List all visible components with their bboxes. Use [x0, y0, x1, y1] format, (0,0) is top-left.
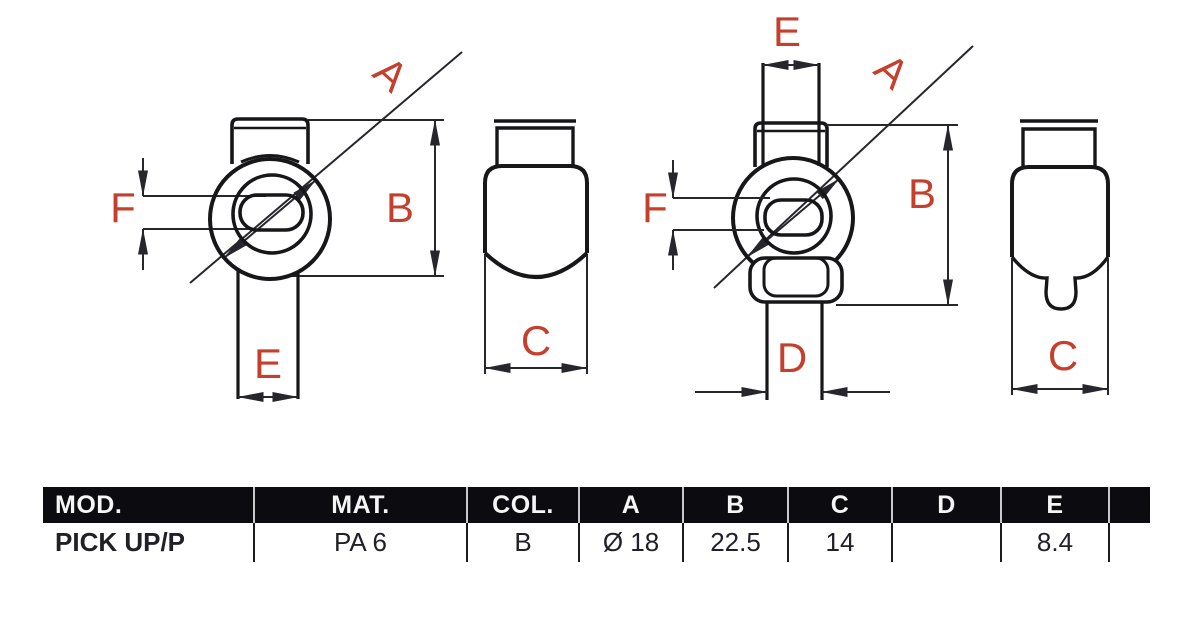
body-inner-circle	[231, 173, 313, 255]
cell-dim-c: 14	[787, 523, 891, 562]
body-outline	[1010, 165, 1110, 257]
col-header-b: B	[682, 487, 787, 523]
col-header-c: C	[787, 487, 891, 523]
dim-arrow	[269, 179, 317, 220]
table-row: PICK UP/P PA 6 B Ø 18 22.5 14 8.4	[43, 523, 1150, 562]
spec-table-header-row: MOD. MAT. COL. A B C D E	[43, 487, 1150, 523]
cord-hole	[763, 198, 824, 237]
dim-line-A-left	[189, 51, 463, 284]
button-slot-arc	[240, 154, 300, 164]
body-bottom-bulge	[483, 251, 589, 279]
cell-dim-e: 8.4	[1000, 523, 1108, 562]
right-front-view: E A B F D	[642, 8, 974, 400]
dim-label-E-right: E	[773, 8, 801, 55]
dim-label-A-left: A	[365, 47, 417, 101]
cell-material: PA 6	[253, 523, 466, 562]
cord-hole	[238, 193, 305, 232]
col-header-blank	[1108, 487, 1150, 523]
button-outline	[753, 121, 829, 167]
dim-label-A-right: A	[866, 44, 918, 98]
cell-blank	[1108, 523, 1150, 562]
col-header-e: E	[1000, 487, 1108, 523]
cell-dim-d	[891, 523, 1000, 562]
technical-drawing: A B F E C	[110, 8, 1110, 402]
cell-color: B	[466, 523, 578, 562]
dim-label-C-left: C	[521, 317, 551, 364]
bottom-collar-inner	[762, 256, 830, 298]
spec-table: MOD. MAT. COL. A B C D E PICK UP/P PA 6 …	[43, 487, 1150, 562]
dim-arrow	[223, 218, 271, 259]
body-outline	[483, 164, 589, 253]
cell-model: PICK UP/P	[55, 527, 186, 557]
cell-dim-b: 22.5	[682, 523, 787, 562]
col-header-col: COL.	[466, 487, 578, 523]
body-bottom-teardrop	[1010, 255, 1110, 311]
dim-label-F-left: F	[110, 184, 136, 231]
dim-label-B-left: B	[386, 184, 414, 231]
col-header-d: D	[891, 487, 1000, 523]
dim-label-E-left: E	[254, 340, 282, 387]
right-side-view: C	[1010, 119, 1110, 395]
cell-dim-a: Ø 18	[578, 523, 682, 562]
dim-label-F-right: F	[642, 184, 668, 231]
dim-label-B-right: B	[908, 170, 936, 217]
col-header-a: A	[578, 487, 682, 523]
button-outline	[230, 117, 310, 164]
col-header-mod: MOD.	[55, 490, 123, 519]
left-front-view: A B F E	[110, 47, 463, 402]
body-outer-circle	[208, 157, 332, 281]
dim-arrow	[746, 217, 794, 258]
dim-label-C-right: C	[1048, 332, 1078, 379]
left-side-view: C	[483, 119, 589, 374]
button-outline	[1021, 127, 1097, 166]
body-inner-circle	[755, 177, 833, 255]
dim-label-D-right: D	[777, 334, 807, 381]
col-header-mat: MAT.	[253, 487, 466, 523]
button-outline	[495, 126, 575, 165]
dim-arrow	[792, 178, 840, 219]
